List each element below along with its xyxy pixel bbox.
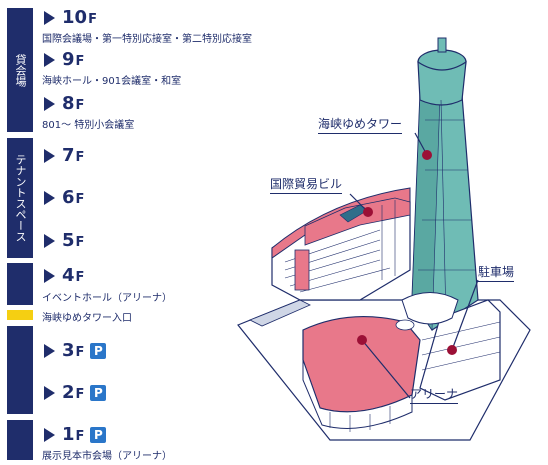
trade-building-marker — [363, 207, 373, 217]
sidebar-rental-label: 貸会場 — [14, 53, 27, 87]
floor-desc-1f: 展示見本市会場（アリーナ） — [42, 451, 172, 462]
floor-unit: F — [75, 429, 85, 444]
floor-row-7f[interactable]: 7F — [44, 145, 84, 167]
parking-icon: P — [90, 343, 107, 359]
trade-building — [271, 187, 411, 301]
floor-desc-8f: 801～ 特別小会議室 — [42, 120, 135, 131]
arrow-icon — [44, 191, 55, 205]
floor-unit: F — [75, 54, 85, 69]
floor-row-4f[interactable]: 4F — [44, 265, 84, 287]
floor-row-8f[interactable]: 8F — [44, 93, 84, 115]
arrow-icon — [44, 11, 55, 25]
floor-number: 7 — [62, 145, 75, 166]
floor-row-3f[interactable]: 3F P — [44, 340, 107, 362]
callout-tower: 海峡ゆめタワー — [318, 115, 403, 134]
callout-trade-building: 国際貿易ビル — [270, 175, 343, 194]
sidebar-1f-block — [7, 420, 33, 460]
floor-desc-9f: 海峡ホール・901会議室・和室 — [42, 76, 182, 87]
arrow-icon — [44, 386, 55, 400]
floor-number: 4 — [62, 265, 75, 286]
sidebar-tenant-block — [7, 138, 33, 258]
tower-marker — [422, 150, 432, 160]
callout-markers — [349, 132, 479, 399]
parking-marker — [447, 345, 457, 355]
floor-row-6f[interactable]: 6F — [44, 187, 84, 209]
arena — [302, 315, 421, 432]
sidebar-entrance-marker — [7, 310, 33, 320]
entrance-dome — [401, 292, 459, 325]
callout-arena: アリーナ — [410, 385, 459, 404]
callout-parking: 駐車場 — [478, 263, 515, 282]
floor-number: 5 — [62, 230, 75, 251]
arrow-icon — [44, 269, 55, 283]
yume-tower — [411, 37, 479, 331]
arrow-icon — [44, 344, 55, 358]
floor-unit: F — [75, 387, 85, 402]
floor-desc-4f: イベントホール（アリーナ） — [42, 293, 172, 304]
parking-structure — [419, 299, 501, 401]
sidebar-parking-block — [7, 326, 33, 414]
arrow-icon — [44, 53, 55, 67]
floor-row-2f[interactable]: 2F P — [44, 382, 107, 404]
arrow-icon — [44, 428, 55, 442]
floor-row-10f[interactable]: 10F — [44, 7, 97, 29]
floor-number: 2 — [62, 382, 75, 403]
floor-number: 6 — [62, 187, 75, 208]
floor-number: 10 — [62, 7, 88, 28]
floor-number: 8 — [62, 93, 75, 114]
floor-unit: F — [75, 345, 85, 360]
floor-row-5f[interactable]: 5F — [44, 230, 84, 252]
arrow-icon — [44, 149, 55, 163]
floor-number: 3 — [62, 340, 75, 361]
floor-row-9f[interactable]: 9F — [44, 49, 84, 71]
sidebar-4f-block — [7, 263, 33, 305]
floor-unit: F — [75, 150, 85, 165]
entrance-label: 海峡ゆめタワー入口 — [42, 313, 132, 324]
floor-number: 9 — [62, 49, 75, 70]
arena-marker — [357, 335, 367, 345]
sidebar-tenant-label: テナントスペース — [14, 154, 27, 242]
parking-icon: P — [90, 385, 107, 401]
floor-unit: F — [75, 192, 85, 207]
parking-icon: P — [90, 427, 107, 443]
arrow-icon — [44, 97, 55, 111]
floor-unit: F — [75, 98, 85, 113]
floor-unit: F — [88, 12, 97, 27]
arrow-icon — [44, 234, 55, 248]
floor-desc-10f: 国際会議場・第一特別応接室・第二特別応接室 — [42, 34, 252, 45]
floor-unit: F — [75, 235, 85, 250]
floor-number: 1 — [62, 424, 75, 445]
sidebar-rental-block — [7, 8, 33, 132]
floor-row-1f[interactable]: 1F P — [44, 424, 107, 446]
floor-unit: F — [75, 270, 85, 285]
